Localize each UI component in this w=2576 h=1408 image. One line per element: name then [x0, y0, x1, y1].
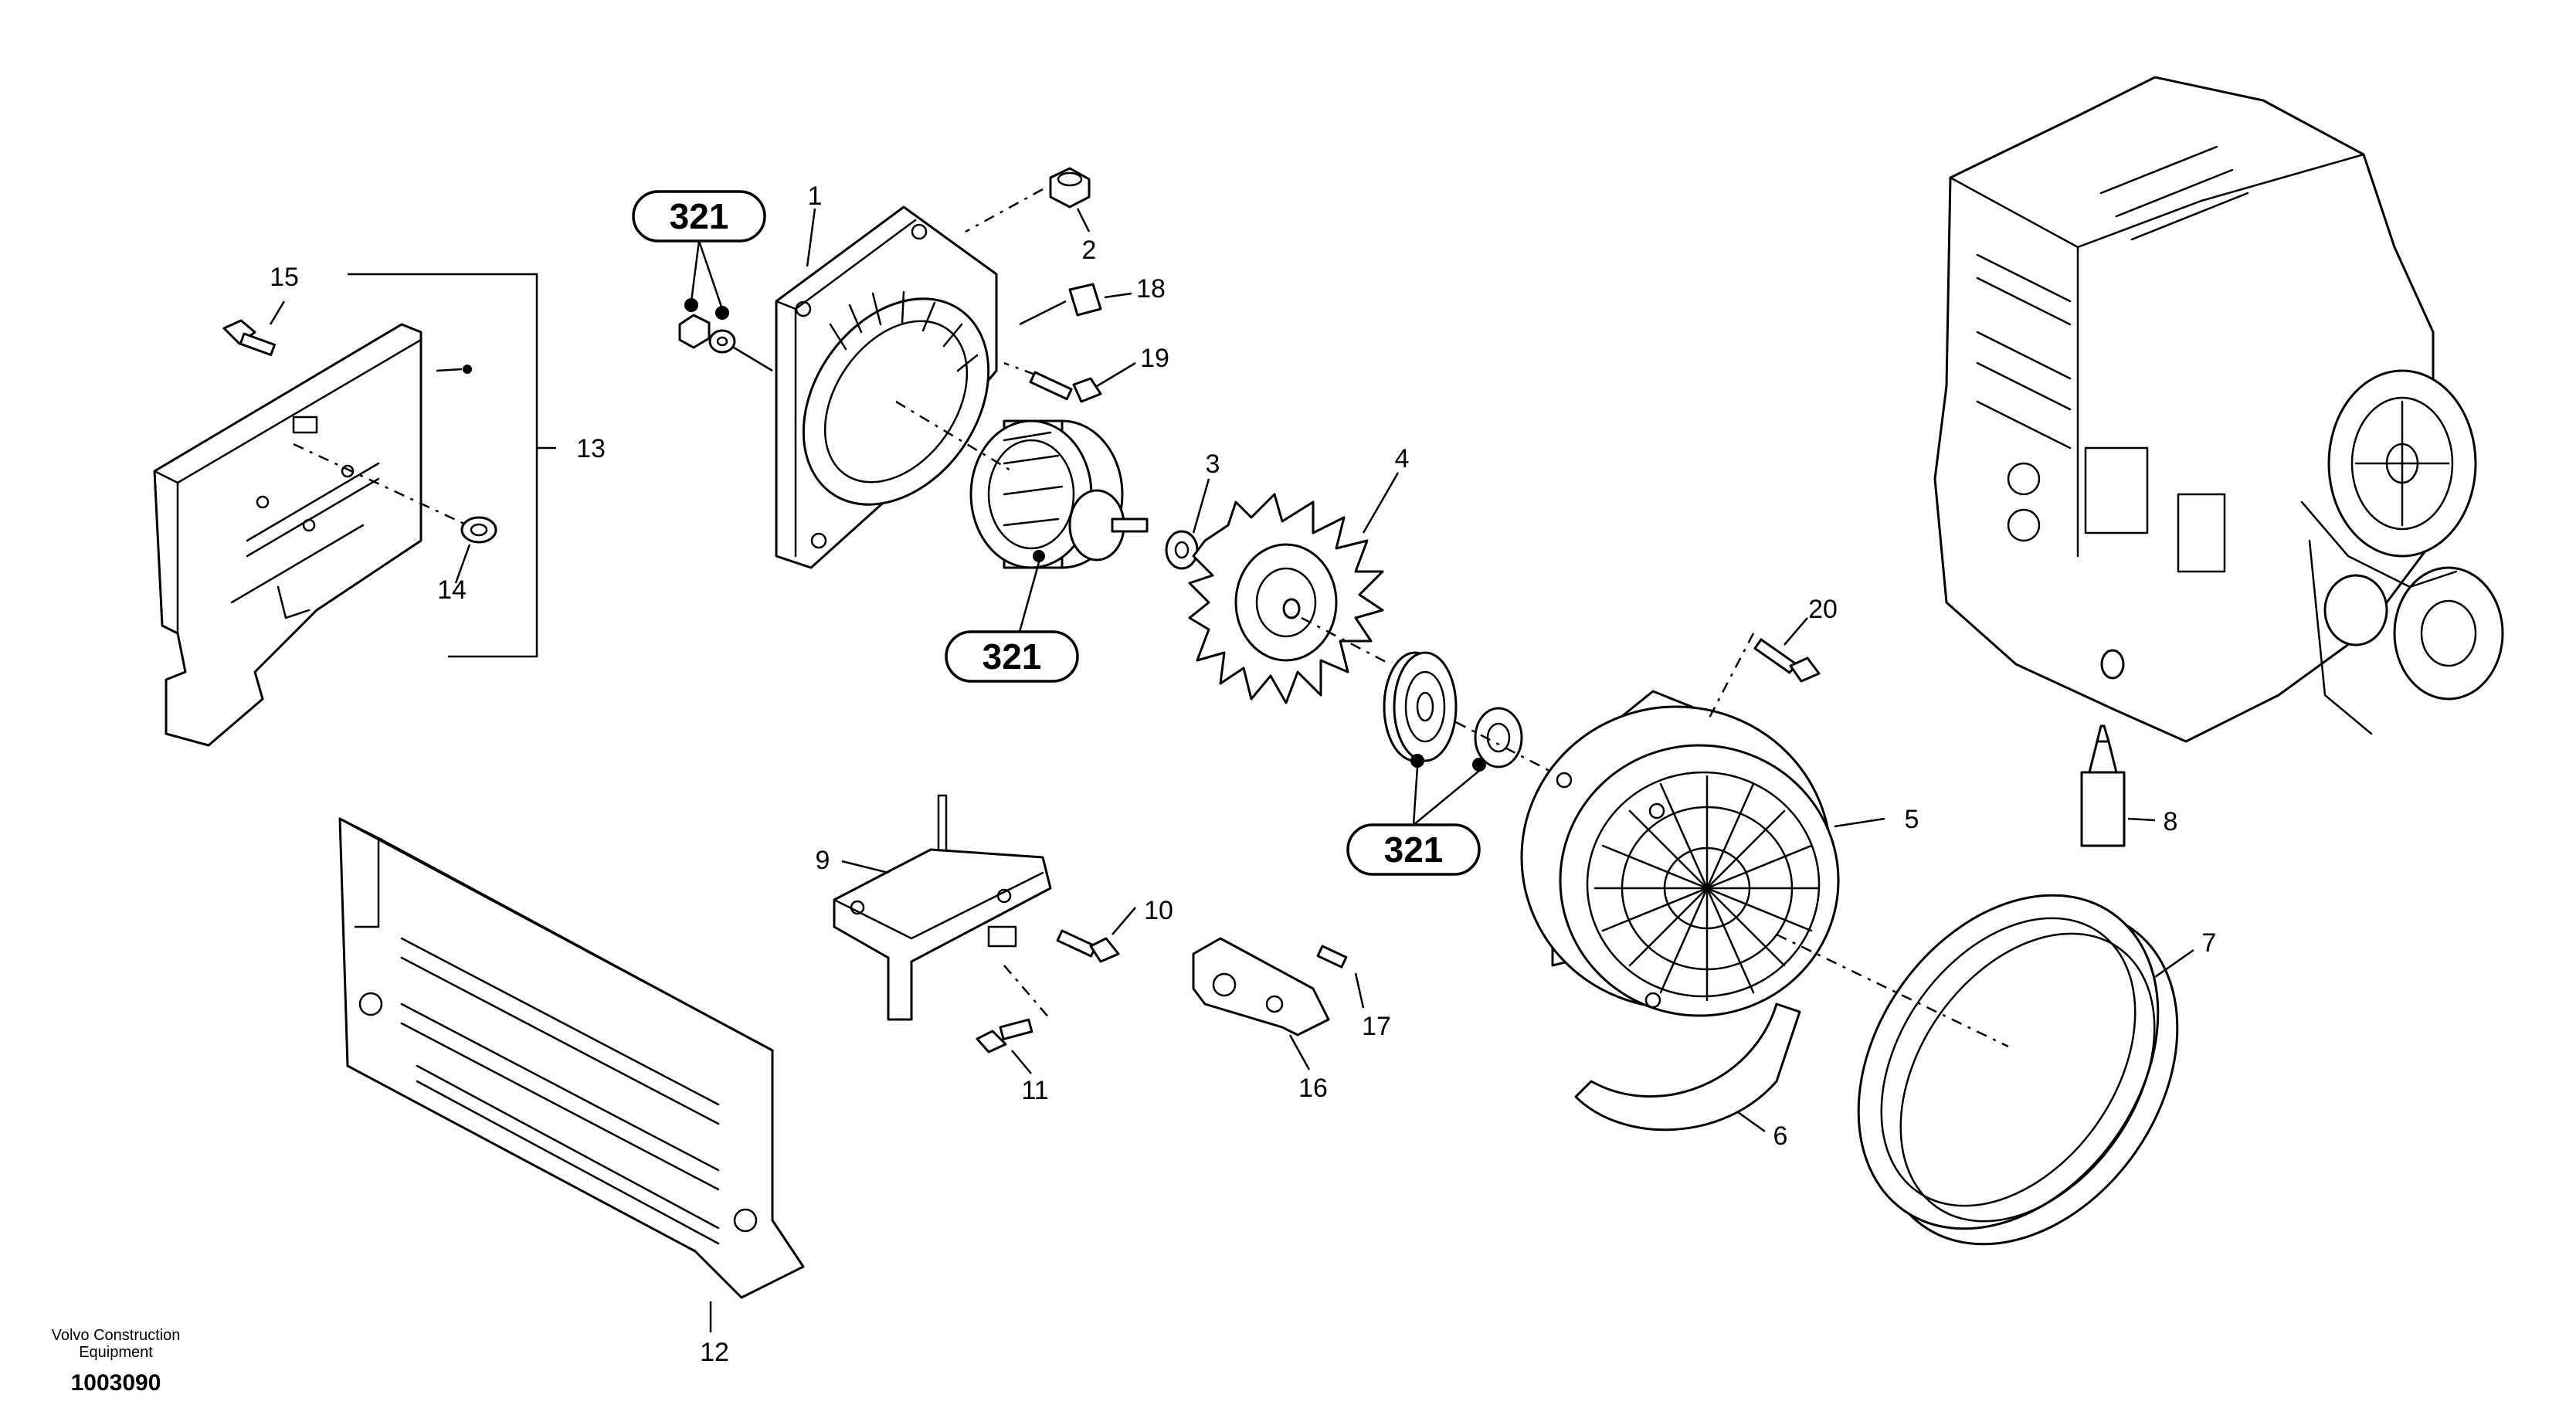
footer-block: Volvo Construction Equipment 1003090 [52, 1327, 181, 1396]
callout-18: 18 [1136, 274, 1166, 304]
bolt-part-15 [222, 319, 276, 357]
bearing [1472, 707, 1523, 772]
callout-1: 1 [808, 182, 823, 211]
callout-3: 3 [1206, 450, 1220, 479]
callout-5: 5 [1905, 805, 1919, 834]
callout-10: 10 [1144, 896, 1173, 925]
callout-16: 16 [1298, 1074, 1328, 1103]
bolt-part-19 [1029, 371, 1102, 403]
bolt-part-20 [1753, 638, 1821, 683]
pulley [1383, 651, 1458, 768]
fan-shroud-part-5 [1520, 690, 1840, 1017]
reference-badge-321-c: 321 [1346, 823, 1481, 876]
nut-part-14 [460, 516, 497, 544]
bolt-part-10 [1056, 929, 1120, 963]
ref-321-c-label: 321 [1384, 830, 1444, 870]
company-name-line2: Equipment [79, 1344, 153, 1361]
clip-part-18 [1068, 283, 1102, 317]
callout-4: 4 [1395, 444, 1410, 473]
callout-7: 7 [2202, 928, 2217, 958]
ref-321-a-label: 321 [670, 196, 729, 236]
fan-impeller-part-4 [1188, 493, 1384, 704]
washer-part-3 [1165, 530, 1199, 570]
reference-badge-321-a: 321 [632, 190, 766, 243]
engine-assembly [1933, 76, 2504, 743]
cover-panel-part-12 [338, 817, 805, 1299]
plug-part-2 [1049, 167, 1091, 209]
callout-15: 15 [270, 263, 299, 292]
callout-labels: 1 2 3 4 5 6 7 8 9 10 11 12 13 14 15 16 1… [270, 182, 2216, 1367]
callout-2: 2 [1082, 236, 1097, 265]
callout-14: 14 [437, 575, 467, 605]
callout-11: 11 [1021, 1076, 1048, 1105]
callout-9: 9 [816, 846, 830, 875]
motor-unit [969, 419, 1149, 569]
ref-321-b-label: 321 [983, 636, 1042, 677]
callout-17: 17 [1362, 1012, 1391, 1041]
plate-part-16 [1192, 937, 1330, 1036]
reference-badge-321-b: 321 [945, 630, 1079, 683]
bracket-part-9 [833, 794, 1052, 1021]
callout-19: 19 [1140, 344, 1169, 373]
nut-washer-pair [678, 314, 736, 354]
callout-12: 12 [700, 1338, 729, 1367]
callout-13: 13 [576, 434, 606, 463]
callout-8: 8 [2164, 807, 2178, 836]
bolt-part-11 [976, 1018, 1033, 1053]
band-part-6 [1574, 1003, 1801, 1131]
pin-part-17 [1316, 945, 1348, 969]
callout-6: 6 [1773, 1121, 1788, 1151]
seal-ring-part-7 [1857, 894, 2179, 1246]
company-name-line1: Volvo Construction [52, 1327, 181, 1344]
callout-20: 20 [1808, 595, 1838, 624]
sealant-tube-part-8 [2080, 724, 2126, 847]
drawing-number: 1003090 [71, 1370, 161, 1396]
bracket-part-13 [153, 323, 472, 747]
